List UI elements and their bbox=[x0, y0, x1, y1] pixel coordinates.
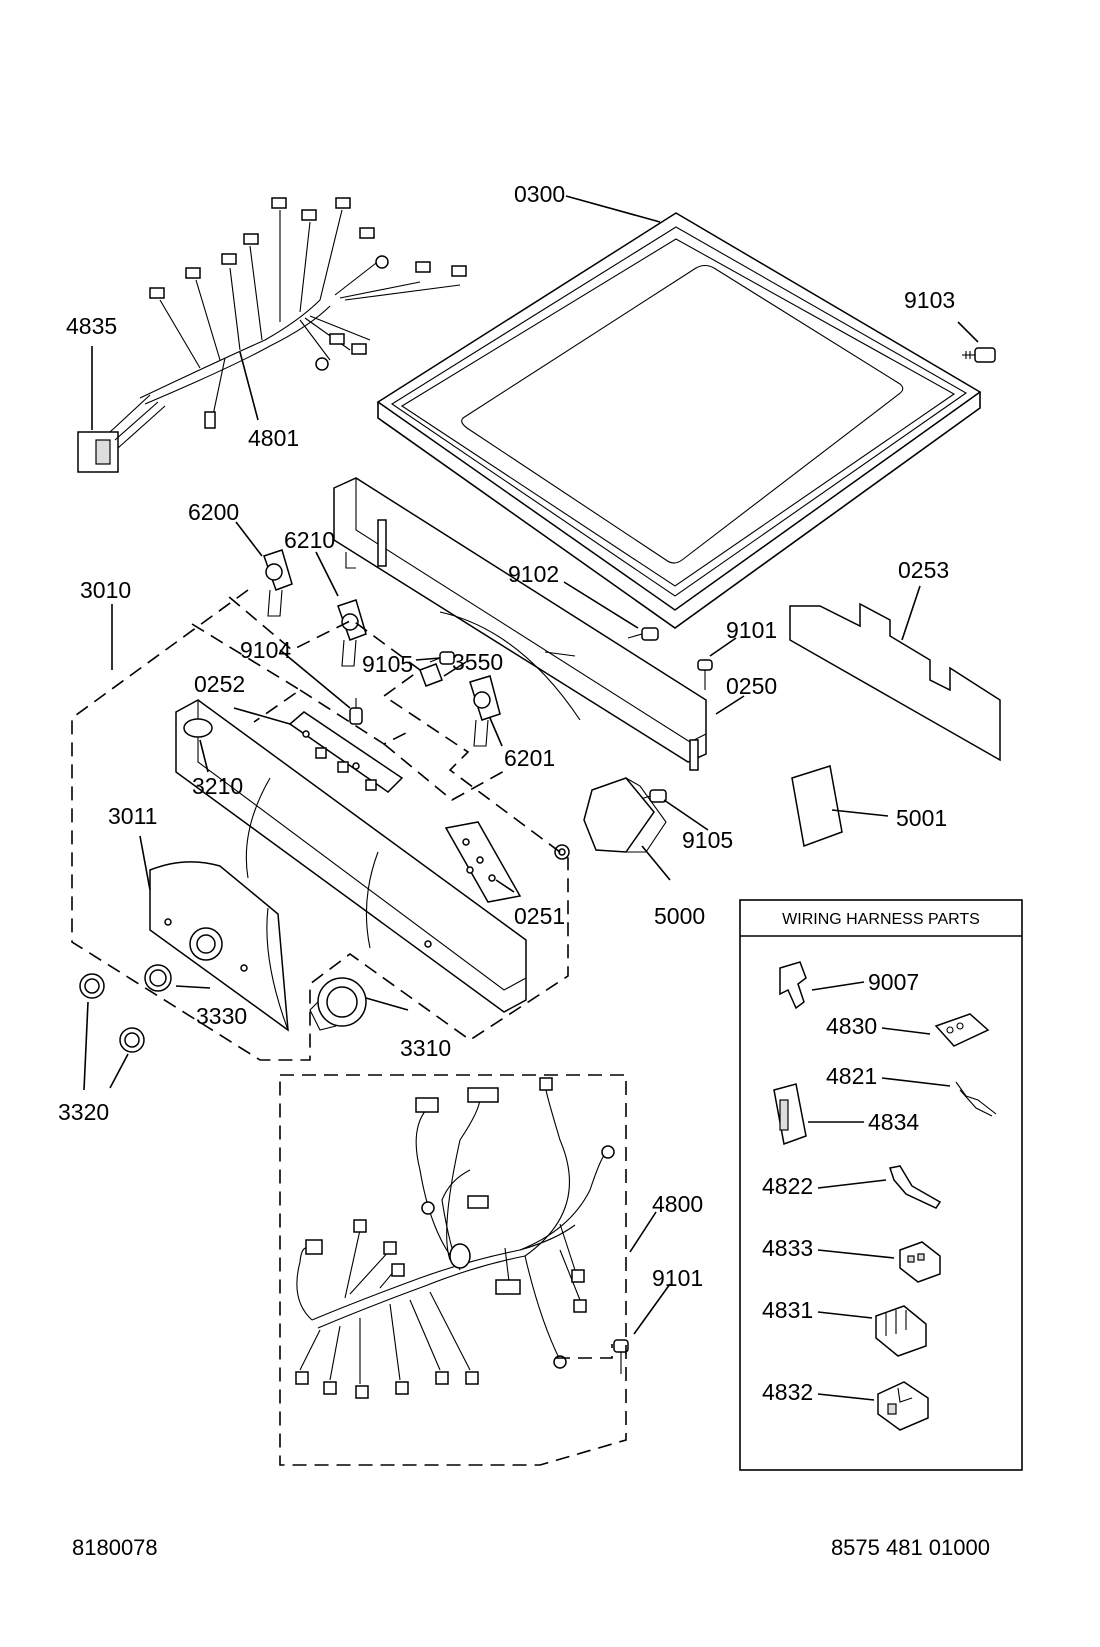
part-4833-connector bbox=[899, 1241, 941, 1283]
label-0300: 0300 bbox=[514, 181, 565, 207]
label-4832: 4832 bbox=[762, 1379, 813, 1405]
board-0251 bbox=[444, 821, 522, 903]
pad-5001 bbox=[791, 765, 843, 848]
label-0253: 0253 bbox=[898, 557, 949, 583]
part-4822-terminal bbox=[889, 1165, 942, 1209]
switch-6210 bbox=[337, 599, 367, 667]
button-3320-lower bbox=[119, 1027, 145, 1053]
knob-3310 bbox=[309, 977, 367, 1031]
label-9104: 9104 bbox=[240, 637, 291, 663]
footer-left-code: 8180078 bbox=[72, 1535, 158, 1560]
label-3210: 3210 bbox=[192, 773, 243, 799]
label-3330: 3330 bbox=[196, 1003, 247, 1029]
wire-harness-4801 bbox=[77, 197, 467, 473]
label-4831: 4831 bbox=[762, 1297, 813, 1323]
label-4835: 4835 bbox=[66, 313, 117, 339]
label-4830: 4830 bbox=[826, 1013, 877, 1039]
harness-box-title: WIRING HARNESS PARTS bbox=[782, 911, 980, 928]
label-0252: 0252 bbox=[194, 671, 245, 697]
label-9007: 9007 bbox=[868, 969, 919, 995]
label-6210: 6210 bbox=[284, 527, 335, 553]
label-4834: 4834 bbox=[868, 1109, 919, 1135]
label-0251: 0251 bbox=[514, 903, 565, 929]
clip-3550 bbox=[419, 663, 443, 687]
label-3011: 3011 bbox=[108, 803, 157, 829]
insulation-0253 bbox=[789, 602, 1001, 762]
label-4801: 4801 bbox=[248, 425, 299, 451]
label-5000: 5000 bbox=[654, 903, 705, 929]
label-9105a: 9105 bbox=[362, 651, 413, 677]
console-bracket-0250 bbox=[333, 477, 707, 771]
screw-9102 bbox=[627, 627, 659, 641]
part-4830-connector bbox=[934, 1013, 990, 1047]
label-0250: 0250 bbox=[726, 673, 777, 699]
leader-lines bbox=[83, 195, 979, 1335]
label-4822: 4822 bbox=[762, 1173, 813, 1199]
label-6201: 6201 bbox=[504, 745, 555, 771]
label-3010: 3010 bbox=[80, 577, 131, 603]
label-3310: 3310 bbox=[400, 1035, 451, 1061]
screw-9101a bbox=[697, 659, 713, 690]
screw-9103 bbox=[962, 347, 996, 363]
label-5001: 5001 bbox=[896, 805, 947, 831]
label-4833: 4833 bbox=[762, 1235, 813, 1261]
screw-9101b bbox=[613, 1339, 629, 1374]
callout-labels: 0300 9103 4835 4801 6200 6210 3010 9102 … bbox=[58, 181, 955, 1291]
button-3320-upper bbox=[79, 973, 105, 999]
wiring-harness-parts-box: WIRING HARNESS PARTS 9007 4830 4821 4834… bbox=[739, 899, 1023, 1471]
switch-6201 bbox=[469, 675, 501, 747]
label-4800: 4800 bbox=[652, 1191, 703, 1217]
label-9102: 9102 bbox=[508, 561, 559, 587]
screw-9104 bbox=[349, 698, 363, 725]
label-9101a: 9101 bbox=[726, 617, 777, 643]
group-outline-4800 bbox=[279, 1074, 627, 1466]
group-outline-3010 bbox=[71, 589, 569, 1061]
screw-9105a bbox=[429, 651, 455, 665]
label-3320: 3320 bbox=[58, 1099, 109, 1125]
button-3330 bbox=[144, 964, 172, 992]
wire-harness-4800 bbox=[295, 1077, 615, 1399]
console-panel-3210 bbox=[175, 699, 527, 1013]
footer-right-code: 8575 481 01000 bbox=[831, 1535, 990, 1560]
part-4834-connector bbox=[773, 1083, 807, 1146]
part-4821-terminal bbox=[955, 1081, 997, 1117]
part-9007-clip bbox=[779, 961, 807, 1010]
part-4831-connector bbox=[875, 1305, 927, 1357]
footer: 8180078 8575 481 01000 bbox=[72, 1535, 990, 1560]
label-6200: 6200 bbox=[188, 499, 239, 525]
label-9103: 9103 bbox=[904, 287, 955, 313]
board-0252 bbox=[288, 711, 404, 793]
label-9105b: 9105 bbox=[682, 827, 733, 853]
part-4832-connector bbox=[877, 1381, 929, 1431]
escutcheon-3011 bbox=[149, 861, 289, 1032]
top-panel bbox=[376, 212, 982, 629]
label-3550: 3550 bbox=[452, 649, 503, 675]
switch-5000 bbox=[554, 777, 667, 860]
switch-6200 bbox=[263, 549, 293, 617]
label-4821: 4821 bbox=[826, 1063, 877, 1089]
screw-9105b bbox=[637, 789, 667, 803]
label-9101b: 9101 bbox=[652, 1265, 703, 1291]
